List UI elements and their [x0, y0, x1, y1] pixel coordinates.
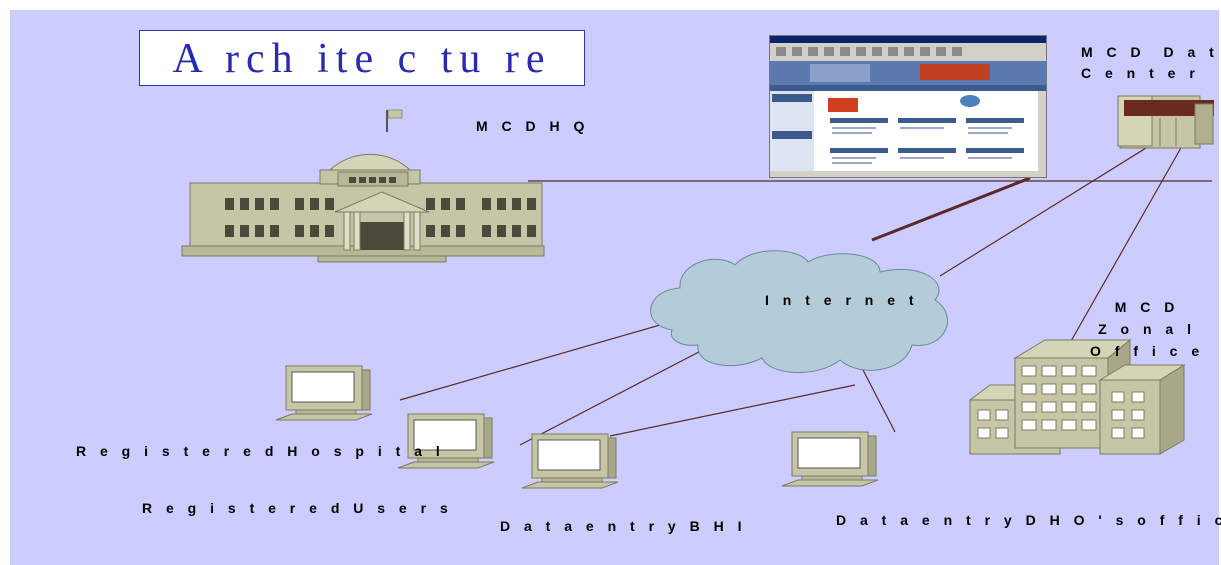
cloud-icon: [650, 250, 948, 373]
line-datacenter-to-zonal: [1049, 131, 1191, 379]
title-box: A rch ite c tu re: [139, 30, 585, 86]
line-dho-to-internet: [861, 367, 896, 433]
label-mcd-zonal-office: M C D Z o n a l O f f i c e: [1090, 299, 1205, 359]
computer-icon: [397, 413, 495, 469]
web-screenshot-icon: [769, 35, 1047, 178]
line-users-to-internet: [519, 341, 719, 446]
connection-lines: [399, 129, 1212, 446]
line-datacenter-to-internet: [939, 129, 1176, 277]
office-building-icon: [968, 338, 1186, 455]
line-bhi-to-internet: [609, 384, 856, 437]
label-data-entry-dho: D a t a e n t r y D H O ' s o f f i c e: [836, 512, 1221, 528]
label-mcd-data-center: M C D D a t a C e n t e r: [1081, 44, 1219, 81]
label-mcd-hq: M C D H Q: [476, 118, 590, 134]
web-screenshot-graphic: [770, 36, 1046, 177]
label-internet: I n t e r n e t: [765, 292, 919, 308]
label-registered-hospital: R e g i s t e r e d H o s p i t a l: [76, 443, 445, 459]
page-title: A rch ite c tu re: [172, 36, 552, 82]
computer-icon: [275, 365, 373, 421]
line-webportal-to-internet: [871, 176, 1031, 242]
label-registered-users: R e g i s t e r e d U s e r s: [142, 500, 453, 516]
hq-building-icon: [181, 109, 545, 263]
label-data-entry-bhi: D a t a e n t r y B H I: [500, 518, 747, 534]
computer-icon: [781, 431, 879, 487]
computer-icon: [521, 433, 619, 489]
server-icon: [1117, 95, 1214, 149]
